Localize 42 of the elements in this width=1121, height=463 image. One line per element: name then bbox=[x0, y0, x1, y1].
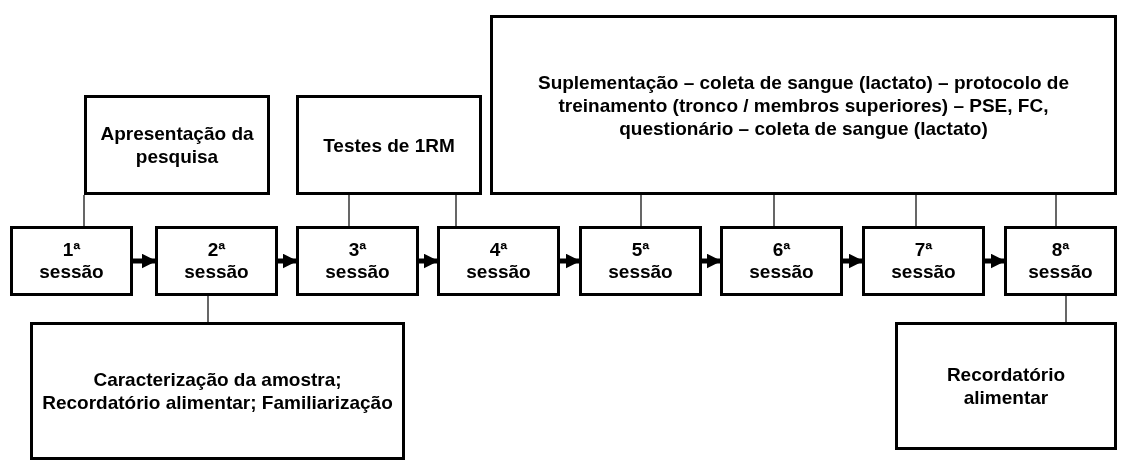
arrow bbox=[419, 253, 439, 269]
event-text: Apresentação da pesquisa bbox=[99, 122, 255, 168]
arrow bbox=[843, 253, 864, 269]
event-text: Testes de 1RM bbox=[323, 133, 455, 157]
session-box bbox=[296, 226, 419, 296]
session-box bbox=[720, 226, 843, 296]
event-box bbox=[895, 322, 1117, 450]
connector-line bbox=[915, 194, 917, 227]
session-box bbox=[579, 226, 702, 296]
arrow bbox=[278, 253, 298, 269]
session-label: 8ª sessão bbox=[1028, 239, 1093, 283]
session-label: 2ª sessão bbox=[184, 239, 249, 283]
arrow bbox=[133, 253, 157, 269]
event-text: Recordatório alimentar bbox=[945, 363, 1067, 409]
arrow bbox=[985, 253, 1006, 269]
connector-line bbox=[640, 194, 642, 227]
connector-line bbox=[1055, 194, 1057, 227]
session-label: 5ª sessão bbox=[608, 239, 673, 283]
session-label: 1ª sessão bbox=[39, 239, 104, 283]
event-box bbox=[30, 322, 405, 460]
arrow bbox=[560, 253, 581, 269]
connector-line bbox=[455, 194, 457, 227]
event-text: Caracterização da amostra; Recordatório alimentar; Familiarização bbox=[41, 368, 394, 414]
connector-line bbox=[207, 295, 209, 323]
event-box bbox=[490, 15, 1117, 195]
event-box bbox=[84, 95, 270, 195]
arrow bbox=[702, 253, 722, 269]
session-box bbox=[437, 226, 560, 296]
session-label: 4ª sessão bbox=[466, 239, 531, 283]
session-label: 3ª sessão bbox=[325, 239, 390, 283]
event-box bbox=[296, 95, 482, 195]
session-box bbox=[862, 226, 985, 296]
connector-line bbox=[83, 194, 85, 227]
session-label: 6ª sessão bbox=[749, 239, 814, 283]
event-text: Suplementação – coleta de sangue (lactato) – protocolo de treinamento (tronco / membros superiores) – PSE, FC, questionário – coleta de sangue (lactato) bbox=[536, 70, 1071, 140]
connector-line bbox=[348, 194, 350, 227]
connector-line bbox=[1065, 295, 1067, 323]
session-box bbox=[155, 226, 278, 296]
session-label: 7ª sessão bbox=[891, 239, 956, 283]
session-box bbox=[10, 226, 133, 296]
session-box bbox=[1004, 226, 1117, 296]
connector-line bbox=[773, 194, 775, 227]
